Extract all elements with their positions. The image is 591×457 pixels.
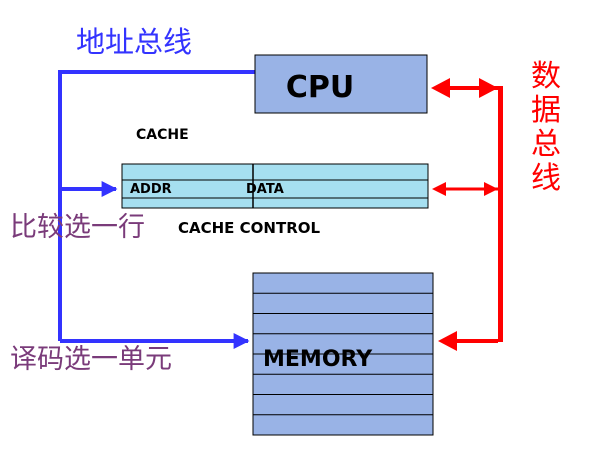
data-bus-label-text: 数据总线 <box>531 59 561 196</box>
data-bus-cache-arrowhead <box>484 182 498 196</box>
cache-data-label: DATA <box>246 182 284 197</box>
address-bus-trunk <box>58 70 255 332</box>
data-bus-label: 数据总线 <box>531 59 561 196</box>
cache-addr-label: ADDR <box>130 182 172 197</box>
data-to-cpu-arrowhead <box>431 78 450 98</box>
data-bus-cpu-arrowhead <box>479 78 498 98</box>
data-to-cache-arrowhead <box>432 182 446 196</box>
memory-box <box>252 272 434 436</box>
compare-select-row-label: 比较选一行 <box>10 212 145 243</box>
cpu-box <box>254 54 428 114</box>
cache-control-label: CACHE CONTROL <box>178 219 320 237</box>
cpu-label: CPU <box>286 70 354 105</box>
data-to-memory-arrowhead <box>438 331 457 351</box>
cache-box <box>121 163 429 209</box>
data-bus-trunk <box>498 86 503 342</box>
data-bus <box>431 78 503 351</box>
decode-select-unit-label: 译码选一单元 <box>10 344 172 375</box>
memory-label: MEMORY <box>263 347 373 372</box>
address-bus-label: 地址总线 <box>76 25 192 59</box>
address-bus <box>58 70 255 349</box>
cache-label: CACHE <box>136 127 189 143</box>
